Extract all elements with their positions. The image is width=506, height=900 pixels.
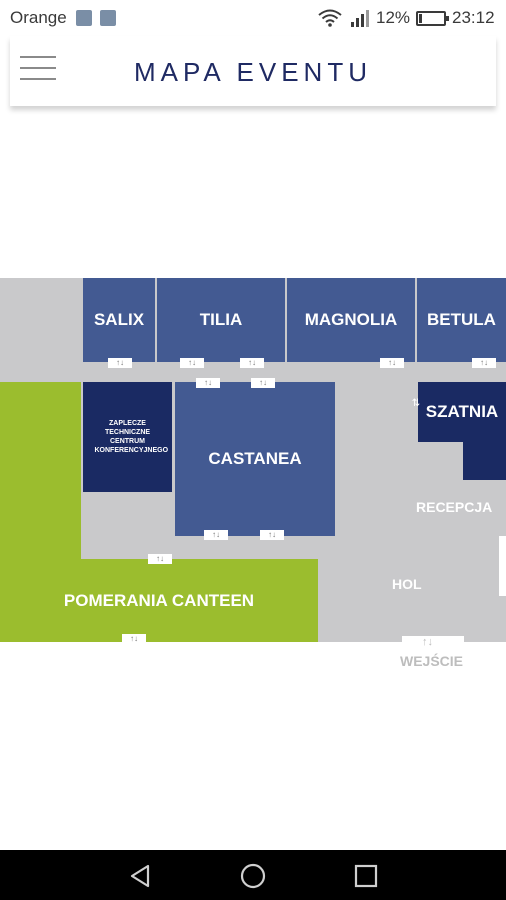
area-recepcja-label: RECEPCJA xyxy=(416,499,493,515)
room-salix-label: SALIX xyxy=(93,310,145,329)
door-arrows-icon: ⇅ xyxy=(411,398,421,409)
gallery-notification-icon xyxy=(76,10,92,26)
system-navigation-bar xyxy=(0,850,506,900)
room-zaplecze-label: ZAPLECZE TECHNICZNE CENTRUM KONFERENCYJN… xyxy=(94,420,169,454)
room-betula[interactable]: BETULA xyxy=(417,278,506,362)
hamburger-menu-icon[interactable] xyxy=(20,54,56,84)
status-clock: 23:12 xyxy=(452,8,495,27)
wifi-icon xyxy=(318,9,342,27)
home-circle-icon[interactable] xyxy=(239,862,267,890)
door-arrows-icon: ↑↓ xyxy=(251,378,275,388)
room-magnolia-label: MAGNOLIA xyxy=(304,310,398,329)
menu-line xyxy=(20,78,56,80)
page-title: MAPA EVENTU xyxy=(133,57,372,87)
carrier-name: Orange xyxy=(10,8,67,27)
image-notification-icon xyxy=(100,10,116,26)
room-pomerania-canteen-label: POMERANIA CANTEEN xyxy=(63,590,255,610)
room-szatnia-label: SZATNIA xyxy=(425,402,499,421)
door-arrows-icon: ↑↓ xyxy=(148,554,172,564)
door-arrows-icon: ↑↓ xyxy=(260,530,284,540)
back-triangle-icon[interactable] xyxy=(126,862,154,890)
room-tilia-label: TILIA xyxy=(199,310,243,329)
event-map[interactable]: SALIX TILIA MAGNOLIA BETULA ZAPLECZE TEC… xyxy=(0,278,506,642)
door-arrows-icon: ↑↓ xyxy=(180,358,204,368)
entrance-threshold xyxy=(402,636,464,642)
door-arrows-icon: ↑↓ xyxy=(380,358,404,368)
door-arrows-icon: ↑↓ xyxy=(196,378,220,388)
room-pomerania-canteen[interactable]: POMERANIA CANTEEN xyxy=(0,559,318,642)
room-betula-label: BETULA xyxy=(427,310,496,329)
room-szatnia[interactable]: SZATNIA xyxy=(418,382,506,442)
area-hol-label: HOL xyxy=(392,576,422,592)
room-castanea[interactable]: CASTANEA xyxy=(175,382,335,536)
battery-icon xyxy=(416,11,449,26)
area-wejscie-label: WEJŚCIE xyxy=(400,653,464,669)
status-bar: Orange 12% 23:12 xyxy=(0,0,506,36)
recents-square-icon[interactable] xyxy=(352,862,380,890)
door-arrows-icon: ↑↓ xyxy=(240,358,264,368)
door-arrows-icon: ↑↓ xyxy=(472,358,496,368)
app-header: MAPA EVENTU xyxy=(10,36,496,106)
menu-line xyxy=(20,67,56,69)
menu-line xyxy=(20,56,56,58)
entrance-arrow-icon: ↑↓ xyxy=(422,636,433,648)
room-szatnia-lower[interactable] xyxy=(463,438,506,480)
door-arrows-icon: ↑↓ xyxy=(108,358,132,368)
battery-fill xyxy=(419,14,422,23)
battery-percentage: 12% xyxy=(376,8,411,27)
door-arrows-icon: ↑↓ xyxy=(122,634,146,642)
room-castanea-label: CASTANEA xyxy=(208,449,302,468)
signal-icon xyxy=(351,10,369,27)
room-tilia[interactable]: TILIA xyxy=(157,278,285,362)
room-magnolia[interactable]: MAGNOLIA xyxy=(287,278,415,362)
room-zaplecze-techniczne[interactable]: ZAPLECZE TECHNICZNE CENTRUM KONFERENCYJN… xyxy=(83,382,172,492)
room-salix[interactable]: SALIX xyxy=(83,278,155,362)
door-arrows-icon: ↑↓ xyxy=(204,530,228,540)
side-door xyxy=(499,536,506,596)
